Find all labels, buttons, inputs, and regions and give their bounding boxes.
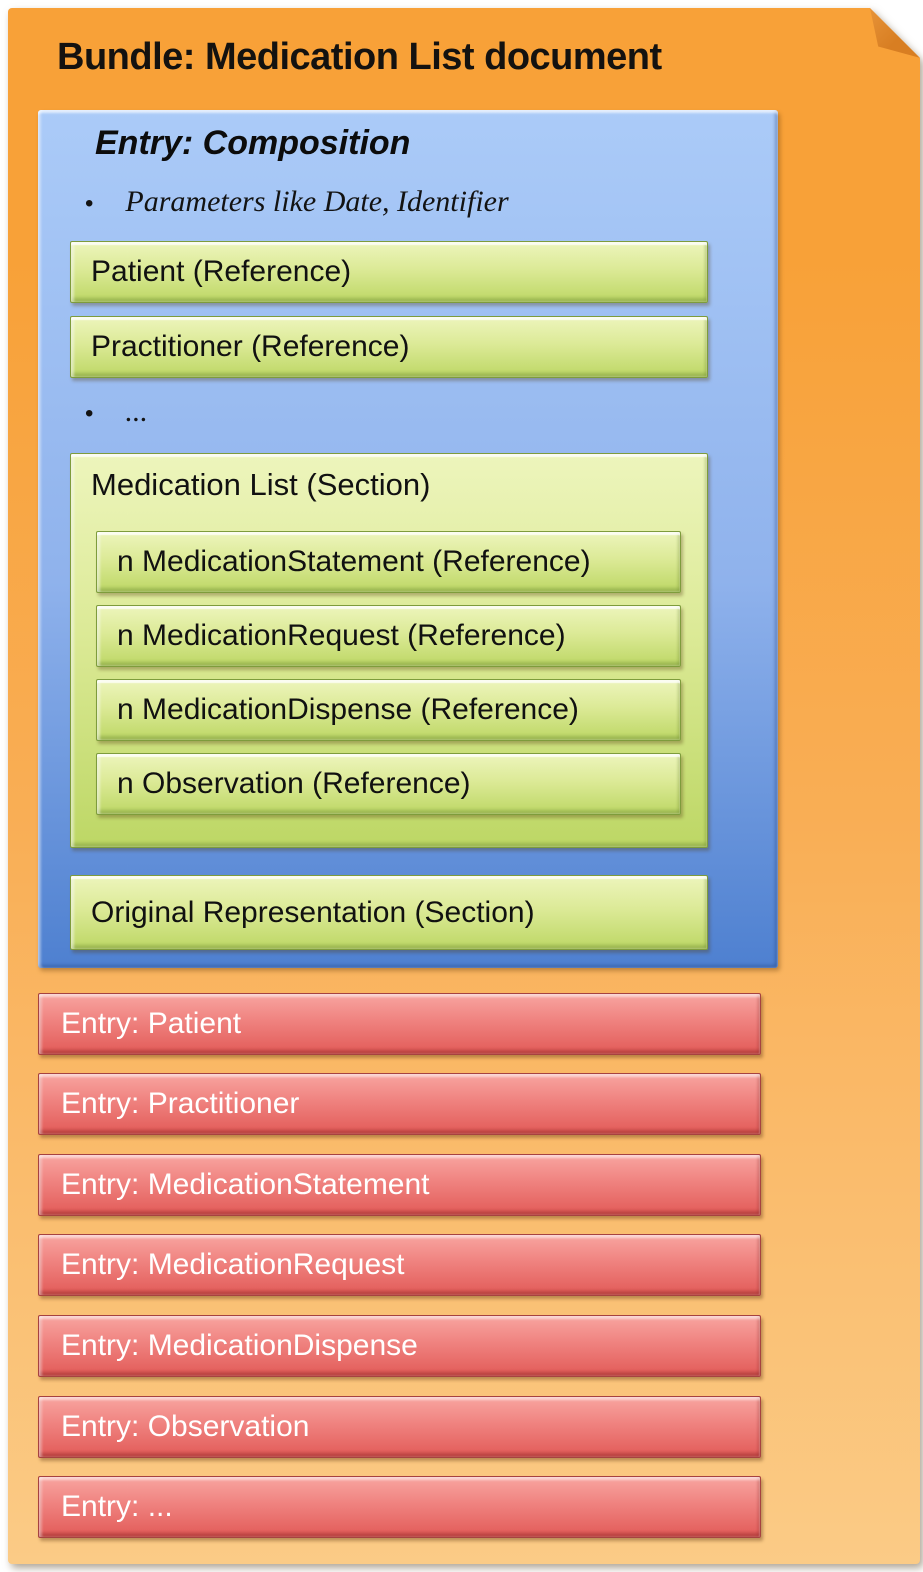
observation-reference-box: n Observation (Reference) [96,753,681,815]
bullet-item-ellipsis: • ... [85,394,148,432]
document-page: Bundle: Medication List document Entry: … [8,8,920,1564]
entry-observation-box: Entry: Observation [38,1396,761,1458]
bullet-text: ... [125,395,148,428]
medication-request-reference-label: n MedicationRequest (Reference) [117,619,566,652]
medication-dispense-reference-label: n MedicationDispense (Reference) [117,693,579,726]
medication-dispense-reference-box: n MedicationDispense (Reference) [96,679,681,741]
entry-ellipsis-box: Entry: ... [38,1476,761,1538]
original-representation-section-label: Original Representation (Section) [91,895,535,929]
composition-entry-box: Entry: Composition • Parameters like Dat… [38,110,778,968]
original-representation-section-box: Original Representation (Section) [70,875,708,950]
entry-medication-statement-box: Entry: MedicationStatement [38,1154,761,1216]
entry-medication-statement-label: Entry: MedicationStatement [61,1168,430,1201]
medication-statement-reference-box: n MedicationStatement (Reference) [96,531,681,593]
entry-medication-dispense-box: Entry: MedicationDispense [38,1315,761,1377]
entry-medication-dispense-label: Entry: MedicationDispense [61,1329,418,1362]
entry-patient-box: Entry: Patient [38,993,761,1055]
medication-request-reference-box: n MedicationRequest (Reference) [96,605,681,667]
bullet-icon: • [85,190,94,217]
folded-corner-icon [865,8,920,60]
medication-list-section-box: Medication List (Section) n MedicationSt… [70,453,708,848]
entry-practitioner-box: Entry: Practitioner [38,1073,761,1135]
bullet-item-parameters: • Parameters like Date, Identifier [85,184,509,222]
entry-patient-label: Entry: Patient [61,1007,242,1040]
bullet-icon: • [85,400,94,427]
medication-statement-reference-label: n MedicationStatement (Reference) [117,545,591,578]
document-page-wrapper: Bundle: Medication List document Entry: … [8,8,920,1564]
patient-reference-label: Patient (Reference) [91,255,352,288]
page-title: Bundle: Medication List document [57,36,662,78]
entry-observation-label: Entry: Observation [61,1410,310,1443]
entry-medication-request-label: Entry: MedicationRequest [61,1248,405,1281]
practitioner-reference-label: Practitioner (Reference) [91,330,410,363]
observation-reference-label: n Observation (Reference) [117,767,471,800]
entry-medication-request-box: Entry: MedicationRequest [38,1234,761,1296]
entry-practitioner-label: Entry: Practitioner [61,1087,300,1120]
bullet-text: Parameters like Date, Identifier [125,185,509,218]
patient-reference-box: Patient (Reference) [70,241,708,303]
practitioner-reference-box: Practitioner (Reference) [70,316,708,378]
entry-ellipsis-label: Entry: ... [61,1490,173,1523]
composition-title: Entry: Composition [95,124,411,162]
medication-list-section-title: Medication List (Section) [91,467,431,502]
